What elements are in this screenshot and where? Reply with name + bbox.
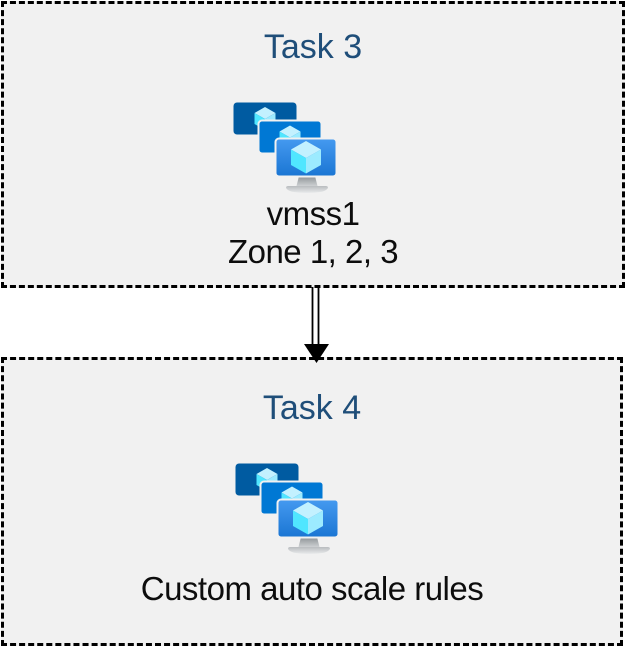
task4-box: Task 4 Custom auto scale rules <box>1 357 623 646</box>
task4-title: Task 4 <box>262 389 362 427</box>
zones-label: Zone 1, 2, 3 <box>227 233 399 270</box>
task3-title: Task 3 <box>263 28 363 66</box>
vm-scale-sets-icon <box>235 463 339 555</box>
vmss-name-label: vmss1 <box>266 195 360 232</box>
autoscale-rules-label: Custom auto scale rules <box>140 570 484 607</box>
task3-box: Task 3 vmss1 Zone 1, 2, 3 <box>1 1 625 288</box>
down-arrow-icon <box>304 287 329 363</box>
vm-scale-sets-icon <box>233 102 337 194</box>
task4-caption: Custom auto scale rules <box>4 570 620 608</box>
task3-caption: vmss1 Zone 1, 2, 3 <box>4 195 622 271</box>
